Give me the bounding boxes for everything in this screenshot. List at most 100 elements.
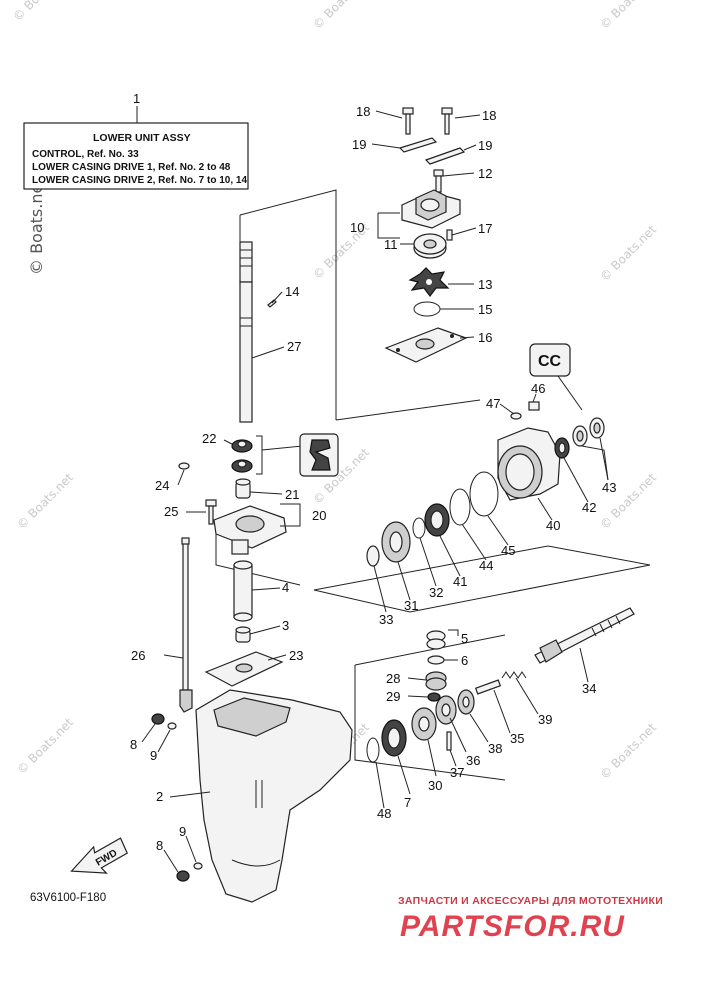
callout-5: 5 [461,631,468,646]
callout-29: 29 [386,689,400,704]
seal-3 [235,626,251,643]
insert-cartridge-11 [413,233,447,259]
watermark: © Boats.net [597,0,659,32]
shim-48 [366,737,380,763]
callout-35: 35 [510,731,524,746]
callout-24: 24 [155,478,169,493]
callout-37: 37 [450,765,464,780]
oil-seal-43-b [589,417,605,439]
callout-42: 42 [582,500,596,515]
callout-44: 44 [479,558,493,573]
callout-20: 20 [312,508,326,523]
bolt-25 [205,499,217,525]
callout-39: 39 [538,712,552,727]
info-box-row: CONTROL, Ref. No. 33 [32,149,139,160]
callout-19-right: 19 [478,138,492,153]
callout-46: 46 [531,381,545,396]
callout-4: 4 [282,580,289,595]
pinion-gear-28 [425,671,447,691]
callout-47: 47 [486,396,500,411]
callout-34: 34 [582,681,596,696]
clutch-33 [366,545,380,567]
info-box-row: LOWER CASING DRIVE 2, Ref. No. 7 to 10, … [32,175,247,186]
dog-clutch-38 [457,689,475,715]
callout-8-lower: 8 [156,838,163,853]
bolt-18-right [441,107,453,135]
callout-33: 33 [379,612,393,627]
callout-27: 27 [287,339,301,354]
bolt-8-upper [151,713,165,725]
o-ring-15 [413,301,441,317]
washer-47 [510,412,522,420]
detail-callout-43: CC [529,343,583,411]
callout-18: 18 [356,104,370,119]
callout-8: 8 [130,737,137,752]
washer-6 [427,655,445,665]
propeller-shaft-34 [534,607,635,664]
callout-18-right: 18 [482,108,496,123]
shift-rod-26 [179,537,193,713]
impeller-13 [408,267,450,297]
pin-17 [446,229,453,241]
callout-9: 9 [150,748,157,763]
o-ring-45 [469,471,499,517]
callout-30: 30 [428,778,442,793]
callout-17: 17 [478,221,492,236]
bearing-7 [381,719,407,757]
nut-29 [427,692,441,702]
callout-48: 48 [377,806,391,821]
callout-7: 7 [404,795,411,810]
callout-31: 31 [404,598,418,613]
lower-casing-2 [195,689,353,903]
callout-21: 21 [285,487,299,502]
oil-seal-43-a [572,425,588,447]
plate-19-right [424,147,466,165]
callout-32: 32 [429,585,443,600]
watermark: © Boats.net [597,222,659,284]
callout-15: 15 [478,302,492,317]
callout-2: 2 [156,789,163,804]
leader-lines [141,110,609,873]
callout-labels: 1 2 3 4 5 6 7 8 9 10 11 12 13 14 15 16 1… [130,91,616,853]
callout-28: 28 [386,671,400,686]
forward-gear-36 [435,695,457,725]
bush-21 [235,478,251,499]
bearing-22 [231,435,263,475]
shim-32 [412,517,426,539]
watermark-large: © Boats.net [27,177,46,275]
callout-16: 16 [478,330,492,345]
partsfor-banner: ЗАПЧАСТИ И АКСЕССУАРЫ ДЛЯ МОТОТЕХНИКИ PA… [398,895,663,943]
screw-12 [433,169,444,193]
washer-9-upper [167,722,177,730]
washer-9-lower [193,862,203,870]
diagram-code: 63V6100-F180 [30,892,106,904]
fwd-arrow: FWD [70,837,128,874]
callout-25: 25 [164,504,178,519]
shim-5 [426,630,446,650]
bolt-46 [528,401,540,411]
reverse-gear-31 [381,521,411,563]
spring-39 [501,671,527,679]
bolt-18-left [402,107,414,135]
bearing-41 [424,503,450,537]
detail-callout-22 [261,433,339,477]
callout-23: 23 [289,648,303,663]
callout-40: 40 [546,518,560,533]
info-box-title: LOWER UNIT ASSY [93,132,191,144]
watermark: © Boats.net [597,720,659,782]
assembly-outline-lines [215,189,651,781]
plunger-35 [474,679,502,695]
callout-19: 19 [352,137,366,152]
info-box-row: LOWER CASING DRIVE 1, Ref. No. 2 to 48 [32,162,231,173]
callout-36: 36 [466,753,480,768]
watermark: © Boats.net [310,0,372,32]
bracket-20 [213,503,301,555]
drive-shaft-27 [239,241,253,423]
key-14 [267,299,277,308]
callout-43: 43 [602,480,616,495]
callout-41: 41 [453,574,467,589]
watermarks: © Boats.net © Boats.net © Boats.net © Bo… [10,0,659,782]
gasket-23 [204,651,284,687]
watermark: © Boats.net [14,715,76,777]
